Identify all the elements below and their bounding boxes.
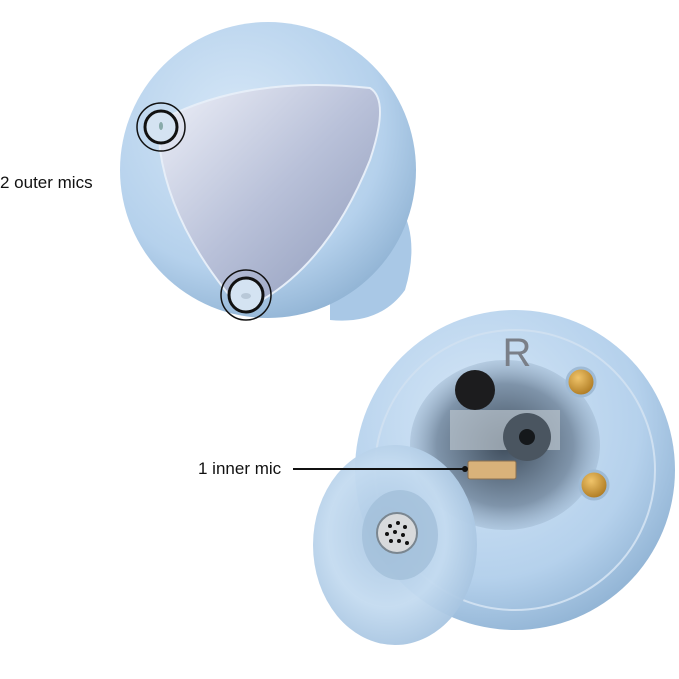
- charging-contact: [578, 469, 610, 501]
- mic-hole-icon: [159, 122, 163, 130]
- charging-contact: [565, 366, 597, 398]
- outer-mic-top-marker: [136, 102, 186, 152]
- sensor-black: [455, 370, 495, 410]
- mic-hole-icon: [241, 293, 251, 299]
- speaker-grill-icon: [376, 512, 418, 554]
- callout-dot: [462, 466, 468, 472]
- outer-mics-label: 2 outer mics: [0, 173, 93, 192]
- sensor-dark: [519, 429, 535, 445]
- inner-mic-label: 1 inner mic: [198, 459, 282, 478]
- inner-mic-component: [467, 460, 517, 480]
- outer-mic-bottom-marker: [220, 269, 272, 321]
- side-marking-r: R: [503, 331, 532, 375]
- inner-earbud: R: [313, 310, 675, 645]
- outer-earbud: [120, 22, 416, 321]
- touch-panel: [158, 84, 381, 305]
